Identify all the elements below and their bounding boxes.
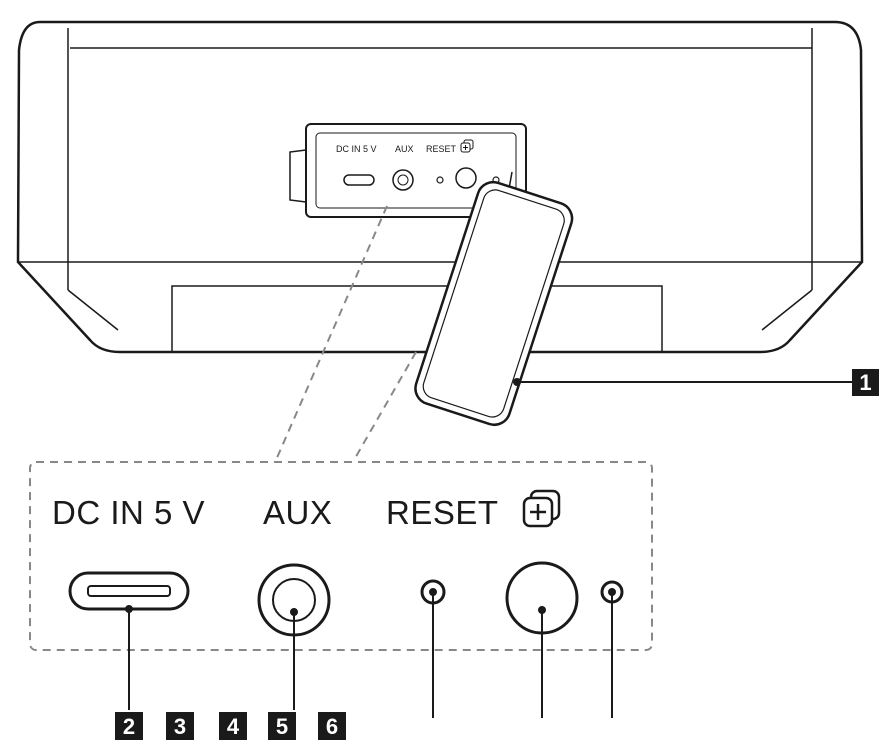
- svg-text:2: 2: [123, 714, 135, 739]
- svg-text:4: 4: [227, 714, 240, 739]
- svg-text:6: 6: [326, 714, 338, 739]
- small-aux-jack: [392, 169, 414, 191]
- callout-6: 6: [318, 712, 346, 740]
- rubber-cover-flap: [414, 171, 574, 427]
- callout-3: 3: [166, 712, 194, 740]
- panel-small-label-reset: RESET: [426, 144, 457, 154]
- callout-1: 1: [852, 369, 879, 396]
- small-usb-c-port: [343, 174, 375, 186]
- enlarged-panel-frame: [29, 461, 653, 651]
- panel-small-label-dc: DC IN 5 V: [336, 144, 377, 154]
- callout-4: 4: [219, 712, 247, 740]
- speaker-body: [16, 20, 864, 354]
- leader-lines: [125, 378, 852, 718]
- svg-text:5: 5: [276, 714, 288, 739]
- callout-5: 5: [268, 712, 296, 740]
- small-reset-hole: [436, 176, 444, 184]
- multi-connect-icon: [522, 489, 561, 528]
- small-multi-connect-icon: [460, 139, 474, 153]
- usb-c-port: [68, 571, 190, 611]
- small-multi-button: [455, 167, 477, 189]
- zoom-guide-lines: [275, 205, 417, 461]
- svg-text:1: 1: [859, 370, 871, 395]
- svg-text:3: 3: [174, 714, 186, 739]
- panel-small-label-aux: AUX: [395, 144, 414, 154]
- label-aux: AUX: [263, 494, 332, 531]
- rear-port-panel: DC IN 5 V AUX RESET: [289, 123, 527, 218]
- label-reset: RESET: [386, 494, 499, 531]
- callout-2: 2: [115, 712, 143, 740]
- label-dc-in: DC IN 5 V: [52, 494, 205, 531]
